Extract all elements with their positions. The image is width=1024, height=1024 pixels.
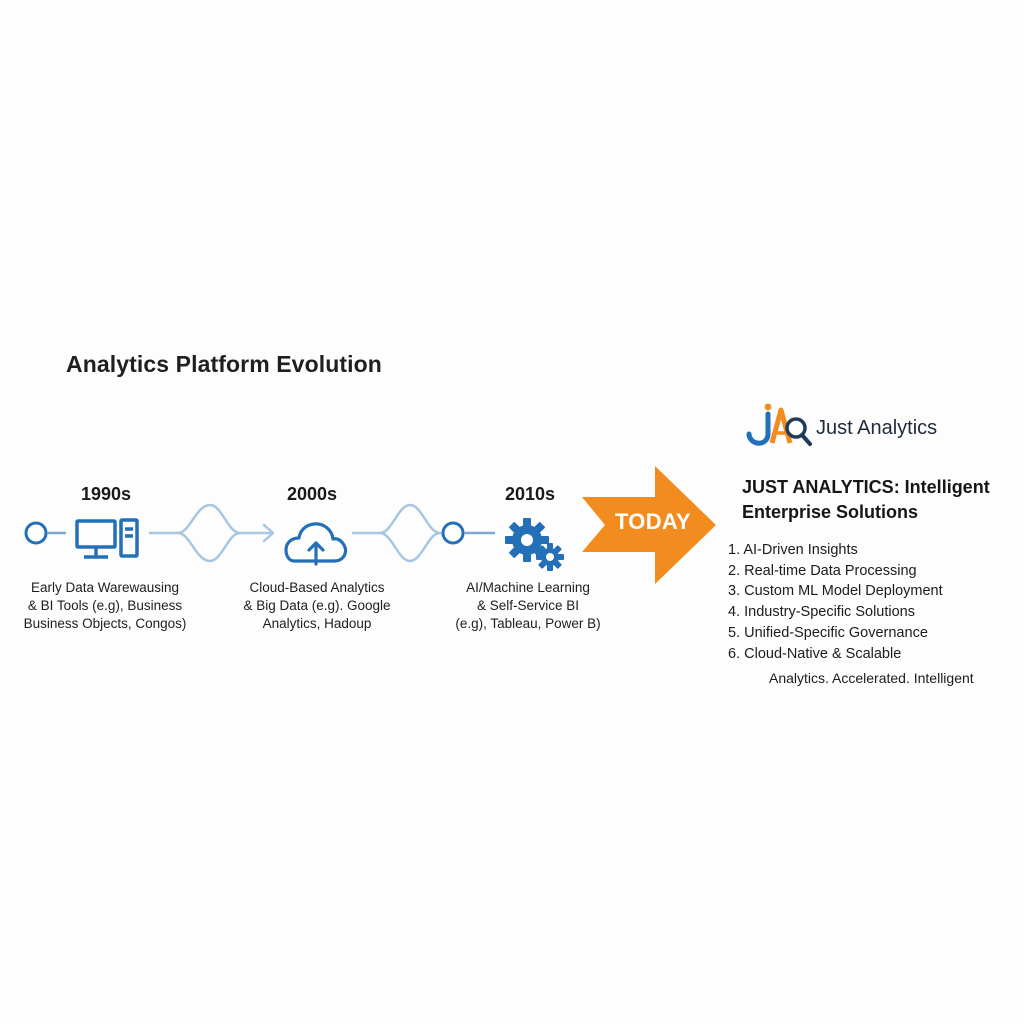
- era-description-1990s: Early Data Warewausing & BI Tools (e.g),…: [5, 579, 205, 633]
- feature-item: 1. AI-Driven Insights: [728, 542, 858, 558]
- cloud-upload-icon: [284, 522, 348, 566]
- era-description-2010s: AI/Machine Learning & Self-Service BI (e…: [428, 579, 628, 633]
- just-analytics-logo-icon: [746, 403, 812, 446]
- description-line: AI/Machine Learning: [466, 580, 590, 595]
- era-label-1990s: 1990s: [80, 484, 132, 504]
- timeline-node-2010s: [441, 521, 465, 545]
- description-line: Early Data Warewausing: [30, 580, 180, 595]
- era-label-2010s: 2010s: [504, 484, 556, 504]
- timeline-start-node: [24, 521, 48, 545]
- feature-list: 1. AI-Driven Insights 2. Real-time Data …: [728, 540, 943, 664]
- today-arrow: [582, 466, 716, 584]
- description-line: Analytics, Hadoup: [262, 616, 372, 631]
- feature-item: 4. Industry-Specific Solutions: [728, 604, 915, 621]
- headline-line: Enterprise Solutions: [742, 502, 919, 522]
- brand-headline: JUST ANALYTICS: Intelligent Enterprise S…: [742, 475, 1012, 525]
- headline-line: JUST ANALYTICS: Intelligent: [742, 477, 990, 497]
- description-line: & Self-Service BI: [476, 598, 580, 613]
- description-line: (e.g), Tableau, Power B): [455, 616, 601, 631]
- gears-icon: [505, 518, 564, 571]
- description-line: & Big Data (e.g). Google: [243, 598, 391, 613]
- description-line: Cloud-Based Analytics: [249, 580, 385, 595]
- brand-tagline: Analytics. Accelerated. Intelligent: [769, 670, 974, 686]
- timeline-connector-1: [148, 503, 275, 563]
- era-description-2000s: Cloud-Based Analytics & Big Data (e.g). …: [217, 579, 417, 633]
- feature-item: 5. Unified-Specific Governance: [728, 624, 928, 641]
- era-label-2000s: 2000s: [286, 484, 338, 504]
- feature-item: 3. Custom ML Model Deployment: [728, 583, 943, 600]
- description-line: Business Objects, Congos): [23, 616, 187, 631]
- feature-item: 2. Real-time Data Processing: [728, 562, 917, 579]
- description-line: & BI Tools (e.g), Business: [27, 598, 183, 613]
- desktop-computer-icon: [75, 518, 139, 559]
- today-label: TODAY: [614, 509, 692, 534]
- brand-name: Just Analytics: [816, 417, 938, 439]
- feature-item: 6. Cloud-Native & Scalable: [728, 645, 902, 662]
- page-title: Analytics Platform Evolution: [66, 351, 382, 377]
- timeline-connector-2: [351, 503, 442, 563]
